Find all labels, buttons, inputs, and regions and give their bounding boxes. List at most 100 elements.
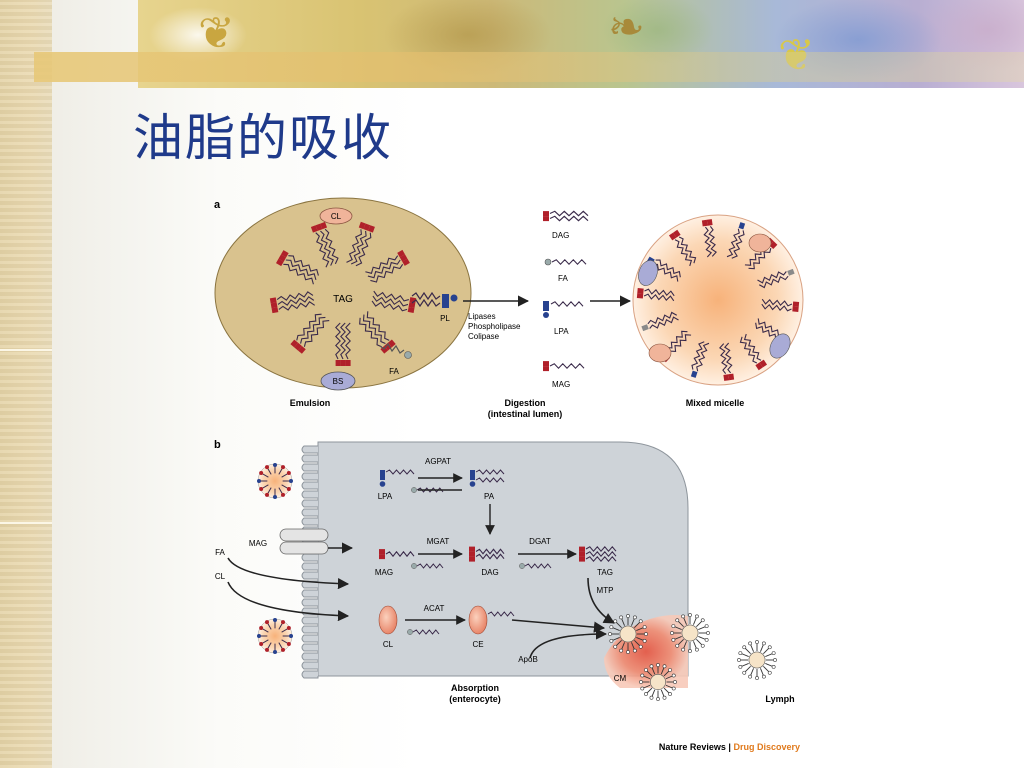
micelle-lipid-icon bbox=[739, 333, 768, 371]
mag-label: MAG bbox=[552, 380, 570, 389]
fat-absorption-diagram: a TAG CL BS PL FA Lipases Phospholipase … bbox=[200, 188, 820, 763]
dag-molecule-icon bbox=[543, 210, 589, 222]
chylomicron-icon bbox=[670, 613, 710, 653]
absorption-subcaption: (enterocyte) bbox=[449, 694, 501, 704]
emulsion-caption: Emulsion bbox=[290, 398, 331, 408]
fa-label: FA bbox=[389, 367, 399, 376]
cl-blob-icon bbox=[748, 233, 772, 253]
tag-molecule-icon bbox=[365, 249, 410, 283]
dag-molecule-icon bbox=[469, 546, 505, 562]
credit-section: Drug Discovery bbox=[733, 742, 800, 752]
tag-molecule-icon bbox=[310, 221, 339, 268]
cl-input-label: CL bbox=[215, 572, 226, 581]
micelle-lipid-icon bbox=[757, 268, 795, 289]
credit-separator: | bbox=[728, 742, 731, 752]
cl-label: CL bbox=[331, 212, 342, 221]
dag-cell-label: DAG bbox=[481, 568, 498, 577]
lpa-molecule-icon bbox=[543, 300, 584, 318]
mgat-label: MGAT bbox=[427, 537, 450, 546]
mag-input-label: MAG bbox=[249, 539, 267, 548]
enzyme-label: Phospholipase bbox=[468, 322, 521, 331]
tag-molecule-icon bbox=[346, 221, 375, 267]
acat-label: ACAT bbox=[424, 604, 445, 613]
mtp-arrow bbox=[587, 577, 615, 624]
fa-molecule-icon bbox=[544, 258, 587, 266]
fa-molecule-icon bbox=[407, 629, 440, 635]
mag-molecule-icon bbox=[543, 361, 585, 372]
enzyme-label: Colipase bbox=[468, 332, 500, 341]
fa-uptake-arrow bbox=[227, 557, 350, 590]
ce-droplet-icon bbox=[468, 605, 488, 635]
fa-molecule-icon bbox=[519, 563, 552, 569]
enterocyte-cell bbox=[317, 441, 689, 677]
leaf-icon: ❧ bbox=[608, 3, 645, 52]
fa-molecule-icon bbox=[411, 563, 444, 569]
micelle-lipid-icon bbox=[761, 298, 800, 312]
ce-tail-icon bbox=[487, 611, 515, 617]
tag-molecule-icon bbox=[290, 313, 330, 354]
lpa-label: LPA bbox=[554, 327, 569, 336]
absorption-caption: Absorption bbox=[451, 683, 499, 693]
lumen-micelle-icon bbox=[257, 463, 293, 499]
decorative-band bbox=[34, 52, 1024, 82]
lpa-cell-label: LPA bbox=[378, 492, 393, 501]
lumen-micelle-icon bbox=[257, 618, 293, 654]
tag-molecule-icon bbox=[275, 250, 319, 285]
ce-label: CE bbox=[472, 640, 483, 649]
chylomicron-icon bbox=[608, 614, 648, 654]
bile-salt-icon bbox=[638, 260, 658, 286]
panel-b-letter: b bbox=[214, 439, 221, 451]
micelle-lipid-icon bbox=[636, 288, 675, 302]
dgat-label: DGAT bbox=[529, 537, 551, 546]
bs-label: BS bbox=[333, 377, 344, 386]
micelle-lipid-icon bbox=[719, 342, 735, 381]
lpa-molecule-icon bbox=[379, 469, 415, 487]
pl-label: PL bbox=[440, 314, 450, 323]
mag-molecule-icon bbox=[379, 549, 415, 560]
digestion-subcaption: (intestinal lumen) bbox=[488, 409, 563, 419]
bile-salt-icon bbox=[769, 333, 791, 359]
tag-label: TAG bbox=[333, 294, 353, 305]
agpat-label: AGPAT bbox=[425, 457, 451, 466]
apob-label: ApoB bbox=[518, 655, 538, 664]
bile-salt-icon bbox=[320, 371, 356, 391]
tag-molecule-icon bbox=[335, 322, 351, 366]
lymph-label: Lymph bbox=[765, 694, 794, 704]
leaf-icon: ❦ bbox=[198, 9, 235, 58]
micelle-lipid-icon bbox=[701, 219, 717, 258]
pa-molecule-icon bbox=[469, 469, 505, 487]
ce-to-cm-arrow bbox=[511, 619, 606, 633]
cl-blob-icon bbox=[648, 343, 672, 363]
credit-journal: Nature Reviews bbox=[659, 742, 726, 752]
mtp-label: MTP bbox=[597, 586, 614, 595]
tag-molecule-icon bbox=[579, 545, 617, 563]
tag-cell-label: TAG bbox=[597, 568, 613, 577]
panel-a-letter: a bbox=[214, 199, 221, 211]
journal-credit: Nature Reviews | Drug Discovery bbox=[659, 742, 800, 752]
cl-blob-icon bbox=[319, 207, 353, 225]
slide-title: 油脂的吸收 bbox=[133, 109, 393, 167]
micelle-lipid-icon bbox=[641, 311, 679, 332]
fatty-acid-icon bbox=[379, 342, 412, 359]
transporter-icon bbox=[279, 528, 329, 555]
left-decorative-strip bbox=[0, 0, 52, 768]
micelle-lipid-icon bbox=[668, 229, 697, 267]
apob-arrow bbox=[529, 628, 608, 659]
chylomicron-icon bbox=[737, 640, 777, 680]
micelle-lipid-icon bbox=[726, 222, 746, 259]
cl-uptake-arrow bbox=[227, 581, 350, 622]
micelle-lipid-icon bbox=[690, 341, 710, 378]
chylomicron-icon bbox=[639, 663, 677, 701]
digestion-caption: Digestion bbox=[504, 398, 545, 408]
cholesterol-droplet-icon bbox=[378, 605, 398, 635]
phospholipid-icon bbox=[411, 291, 458, 308]
dag-label: DAG bbox=[552, 231, 569, 240]
cl-cell-label: CL bbox=[383, 640, 394, 649]
tag-molecule-icon bbox=[269, 291, 316, 314]
mag-cell-label: MAG bbox=[375, 568, 393, 577]
enzyme-label: Lipases bbox=[468, 312, 496, 321]
fa-product-label: FA bbox=[558, 274, 568, 283]
fa-input-label: FA bbox=[215, 548, 225, 557]
pa-label: PA bbox=[484, 492, 495, 501]
micelle-caption: Mixed micelle bbox=[686, 398, 745, 408]
